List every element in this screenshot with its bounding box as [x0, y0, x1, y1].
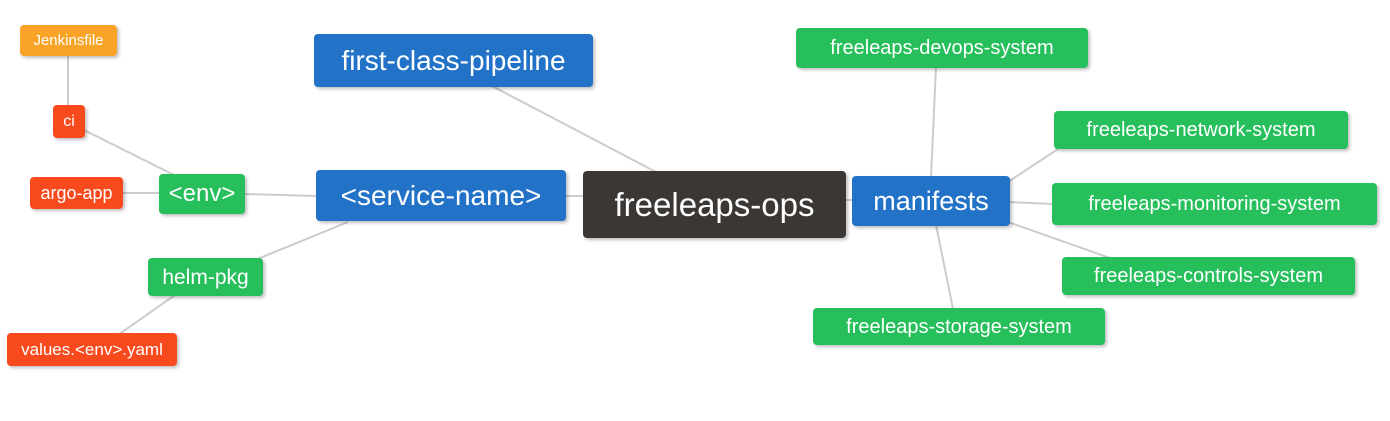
edge-manifests-to-controls-system — [1007, 221, 1111, 259]
edge-manifests-to-monitoring-system — [1008, 201, 1054, 205]
edge-manifests-to-storage-system — [935, 224, 954, 310]
mindmap-node-jenkinsfile[interactable]: Jenkinsfile — [20, 25, 117, 56]
mindmap-node-controls-system[interactable]: freeleaps-controls-system — [1062, 257, 1355, 295]
mindmap-node-network-system[interactable]: freeleaps-network-system — [1054, 111, 1348, 149]
mindmap-node-storage-system[interactable]: freeleaps-storage-system — [813, 308, 1105, 345]
edge-values-env-yaml-to-helm-pkg — [117, 294, 176, 336]
mindmap-node-values-env-yaml[interactable]: values.<env>.yaml — [7, 333, 177, 366]
mindmap-node-service-name[interactable]: <service-name> — [316, 170, 566, 221]
edge-manifests-to-network-system — [1007, 148, 1059, 183]
edge-env-to-service-name — [243, 193, 318, 197]
mindmap-node-ci[interactable]: ci — [53, 105, 85, 138]
mindmap-node-freeleaps-ops[interactable]: freeleaps-ops — [583, 171, 846, 238]
mindmap-node-monitoring-system[interactable]: freeleaps-monitoring-system — [1052, 183, 1377, 225]
mindmap-node-first-class-pipeline[interactable]: first-class-pipeline — [314, 34, 593, 87]
mindmap-node-manifests[interactable]: manifests — [852, 176, 1010, 226]
edge-ci-to-env — [83, 129, 181, 179]
mindmap-node-devops-system[interactable]: freeleaps-devops-system — [796, 28, 1088, 68]
edge-manifests-to-devops-system — [930, 66, 937, 178]
edge-helm-pkg-to-service-name — [254, 221, 349, 261]
mindmap-node-argo-app[interactable]: argo-app — [30, 177, 123, 209]
mindmap-node-helm-pkg[interactable]: helm-pkg — [148, 258, 263, 296]
mindmap-node-env[interactable]: <env> — [159, 174, 245, 214]
edge-first-class-pipeline-to-freeleaps-ops — [491, 85, 657, 173]
